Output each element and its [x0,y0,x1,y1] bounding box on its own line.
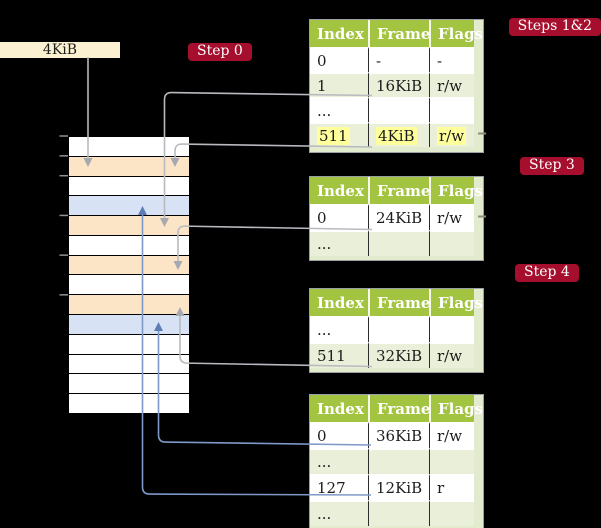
badge-steps-1-2: Steps 1&2 [508,18,601,36]
table-cell: r/w [429,122,474,147]
table-cell [368,448,429,474]
table-cell: 16KiB [368,72,429,97]
table-cell: 1 [310,72,368,97]
memory-frame-row [69,155,189,176]
highlighted-value: r/w [437,126,467,145]
table-cell: ... [310,448,368,474]
memory-frame-row [69,175,189,196]
column-header: Frame [368,395,430,422]
column-header: Index [310,20,368,47]
column-header: Flags [429,20,483,47]
table-cell: 0 [310,204,368,230]
column-header: Index [310,177,368,204]
table-cell: 0 [310,422,368,448]
table-row: ... [310,230,474,256]
table-cell: 4KiB [368,122,429,147]
table-cell [429,448,474,474]
memory-frame-row [69,274,189,295]
table-row: ... [310,316,474,342]
memory-frame-row [69,373,189,394]
table-cell [429,230,474,256]
table-row: ... [310,500,474,526]
table-cell [368,230,429,256]
table-cell: 511 [310,122,368,147]
memory-frame-row [69,137,189,156]
table-row: ... [310,97,474,122]
column-header: Flags [429,395,483,422]
table-cell: 24KiB [368,204,429,230]
column-header: Index [310,395,368,422]
memory-frame-row [69,195,189,216]
table-cell: 0 [310,47,368,72]
badge-step-3: Step 3 [520,157,584,175]
table-cell [368,500,429,526]
badge-step-0: Step 0 [188,43,252,61]
table-row: 0-- [310,47,474,72]
table-cell: ... [310,230,368,256]
memory-frame-row [69,333,189,354]
table-cell: r/w [429,342,474,368]
table-row: 511 4KiB r/w [310,122,474,147]
table-cell: 511 [310,342,368,368]
memory-frame-row [69,353,189,374]
table-cell: r/w [429,422,474,448]
column-header: Flags [429,177,483,204]
table-cell [429,97,474,122]
column-header: Index [310,289,368,316]
table-cell: 32KiB [368,342,429,368]
memory-frame-row [69,234,189,255]
memory-column [68,136,190,414]
table-cell [368,97,429,122]
table-cell: 36KiB [368,422,429,448]
table-row: ... [310,448,474,474]
table-cell: 12KiB [368,474,429,500]
table-cell: - [429,47,474,72]
table-cell: ... [310,97,368,122]
table-cell: ... [310,500,368,526]
column-header: Flags [429,289,483,316]
table-cell: r/w [429,72,474,97]
highlighted-value: 4KiB [376,126,417,145]
table-cell [429,316,474,342]
badge-step-4: Step 4 [515,264,579,282]
memory-frame-row [69,254,189,275]
column-header: Frame [368,289,430,316]
table-cell [429,500,474,526]
table-cell: r/w [429,204,474,230]
table-cell: - [368,47,429,72]
table-cell: 127 [310,474,368,500]
table-cell: r [429,474,474,500]
memory-frame-row [69,314,189,334]
column-header: Frame [368,177,430,204]
memory-frame-row [69,393,189,413]
page-size-label: 4KiB [0,42,120,58]
table-cell: ... [310,316,368,342]
memory-frame-row [69,294,189,315]
column-header: Frame [368,20,430,47]
highlighted-value: 511 [317,126,350,145]
table-cell [368,316,429,342]
memory-frame-row [69,215,189,235]
